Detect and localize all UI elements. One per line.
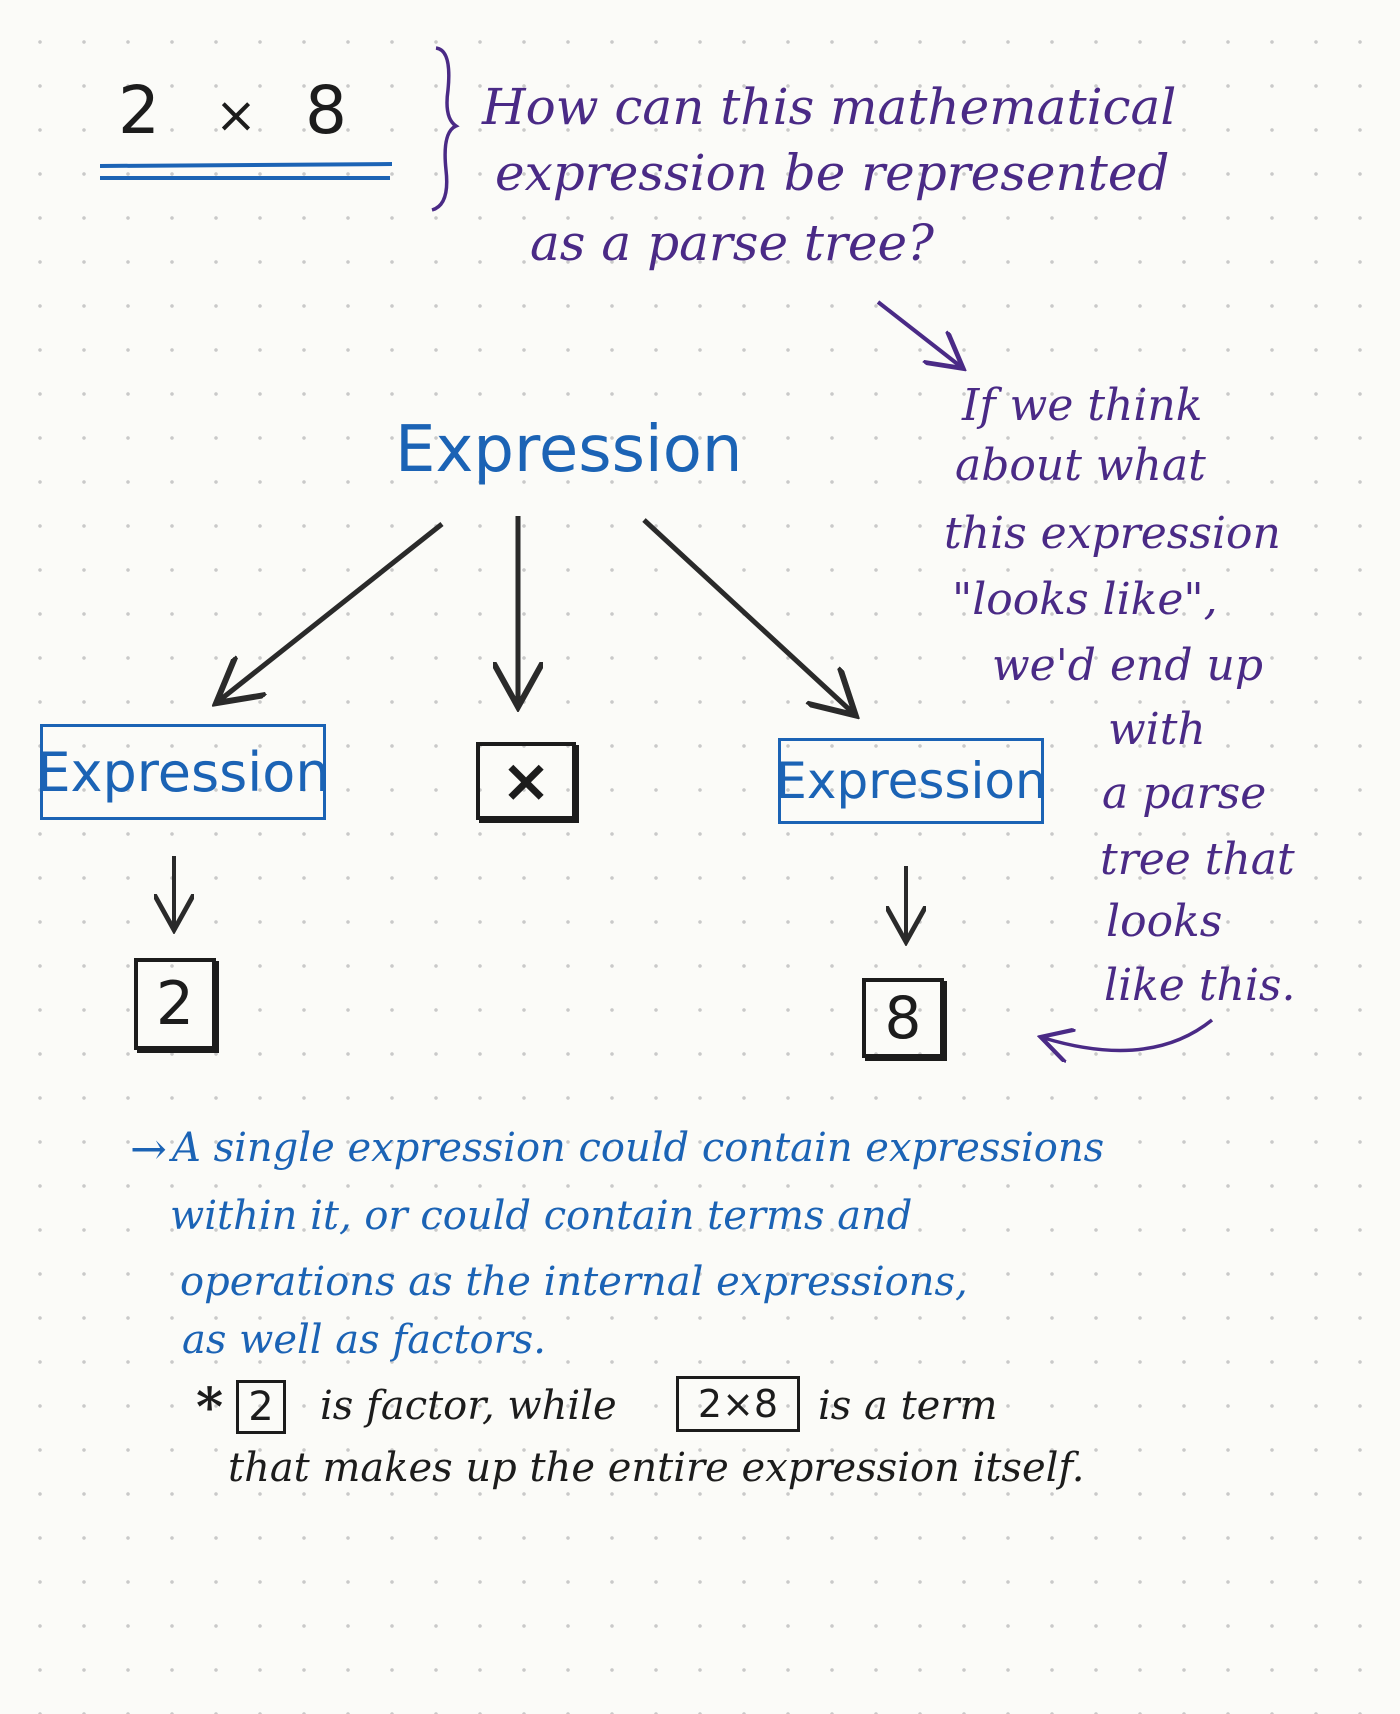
tree-leaf-8-label: 8	[884, 984, 922, 1052]
tree-root-label: Expression	[395, 413, 743, 487]
footnote-term-label: 2×8	[697, 1382, 779, 1426]
tree-leaf-8: 8	[862, 978, 944, 1058]
explanation-arrow: →	[130, 1124, 167, 1175]
footnote-line-2: that makes up the entire expression itse…	[228, 1445, 1085, 1491]
tree-operator-label: ×	[500, 746, 552, 816]
side-note-line-3: this expression	[944, 508, 1281, 559]
tree-leaf-2-label: 2	[155, 969, 195, 1039]
footnote-factor-box: 2	[236, 1380, 286, 1434]
side-note-line-5: we'd end up	[992, 640, 1263, 691]
side-note-line-10: like this.	[1104, 960, 1296, 1011]
tree-left-expression-label: Expression	[36, 740, 330, 804]
tree-right-expression-node: Expression	[775, 738, 1047, 824]
note-to-tree-curved-arrow	[1044, 1018, 1214, 1050]
tree-left-expression-node: Expression	[36, 724, 330, 820]
tree-right-expression-label: Expression	[775, 752, 1047, 810]
footnote-factor-label: 2	[248, 1384, 274, 1430]
question-line-2: expression be represented	[495, 144, 1170, 202]
explanation-line-4: as well as factors.	[182, 1317, 546, 1363]
side-note-line-9: looks	[1106, 896, 1223, 947]
curly-brace	[431, 46, 460, 212]
side-note-line-7: a parse	[1102, 768, 1267, 819]
root-to-right-arrow	[642, 518, 852, 712]
explanation-line-1: A single expression could contain expres…	[172, 1125, 1105, 1171]
explanation-line-3: operations as the internal expressions,	[180, 1259, 968, 1305]
side-note-line-1: If we think	[962, 380, 1203, 431]
footnote-text-2: is a term	[818, 1383, 998, 1429]
expression-right: 8	[305, 72, 347, 149]
side-note-line-4: "looks like",	[952, 574, 1218, 625]
tree-leaf-2: 2	[134, 958, 216, 1050]
expression-operator: ×	[215, 86, 257, 144]
side-note-line-2: about what	[955, 440, 1206, 491]
question-line-3: as a parse tree?	[530, 214, 934, 272]
question-line-1: How can this mathematical	[482, 78, 1177, 136]
question-to-note-arrow	[876, 300, 960, 366]
side-note-line-8: tree that	[1100, 834, 1295, 885]
explanation-line-2: within it, or could contain terms and	[170, 1193, 913, 1239]
side-note-line-6: with	[1108, 704, 1206, 755]
expression-left: 2	[118, 72, 160, 149]
root-to-left-arrow	[220, 522, 444, 700]
footnote-asterisk: *	[196, 1377, 224, 1438]
underline-top	[99, 162, 393, 168]
footnote-term-box: 2×8	[676, 1376, 800, 1432]
footnote-text-1: is factor, while	[320, 1383, 617, 1429]
tree-operator-node: ×	[476, 742, 576, 820]
